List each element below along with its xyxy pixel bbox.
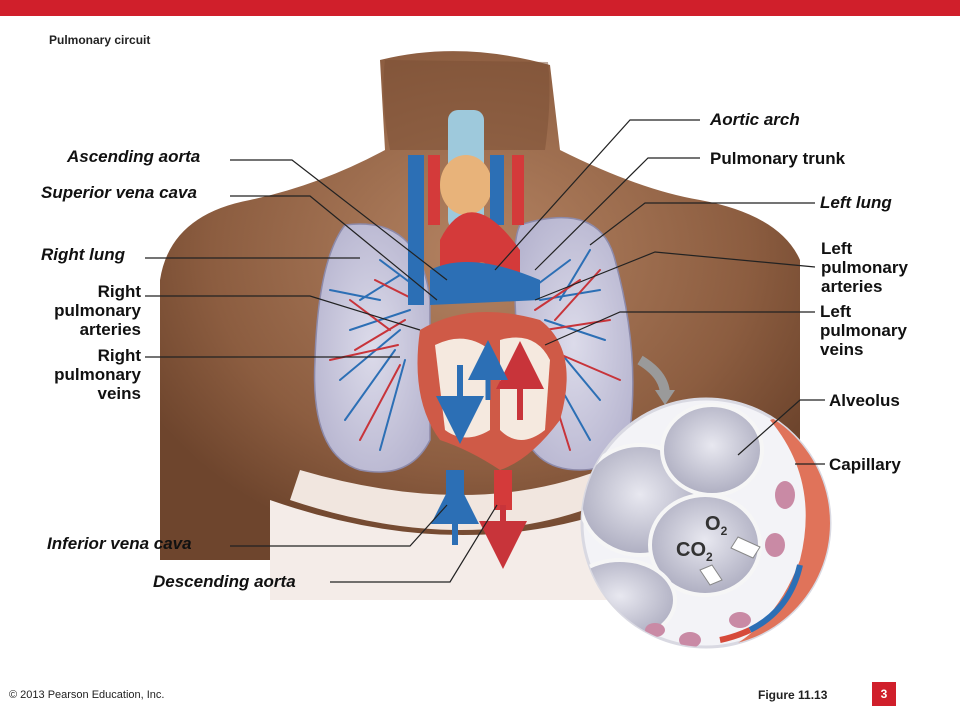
label-descending-aorta: Descending aorta [153,572,296,591]
magnify-arrow-head [655,390,675,405]
leader-lines [145,119,825,583]
label-alveolus: Alveolus [829,391,900,410]
label-o2: O2 [705,513,728,538]
label-left-pulmonary-arteries: Left pulmonary arteries [821,239,908,296]
label-left-pulmonary-veins: Left pulmonary veins [820,302,907,359]
inferior-vena-cava [431,470,479,545]
label-ascending-aorta: Ascending aorta [67,147,201,166]
heart [417,312,567,470]
label-right-lung: Right lung [41,245,126,264]
label-left-lung: Left lung [820,193,892,212]
trachea [440,110,492,230]
label-inferior-vena-cava: Inferior vena cava [47,534,192,553]
slide-title: Pulmonary circuit [49,33,151,47]
label-right-pulmonary-veins: Right pulmonary veins [54,346,141,403]
copyright-notice: © 2013 Pearson Education, Inc. [9,689,165,701]
label-right-pulmonary-arteries: Right pulmonary arteries [54,282,141,339]
label-co2: CO2 [676,539,713,564]
great-vessels [408,155,540,305]
top-accent-bar [0,0,960,16]
label-capillary: Capillary [829,455,901,474]
page-number-badge: 3 [872,682,896,706]
lung-vessels [329,249,621,451]
figure-number: Figure 11.13 [758,688,828,702]
label-pulmonary-trunk: Pulmonary trunk [710,149,846,168]
label-superior-vena-cava: Superior vena cava [41,183,197,202]
descending-aorta [479,470,527,569]
label-aortic-arch: Aortic arch [710,110,800,129]
